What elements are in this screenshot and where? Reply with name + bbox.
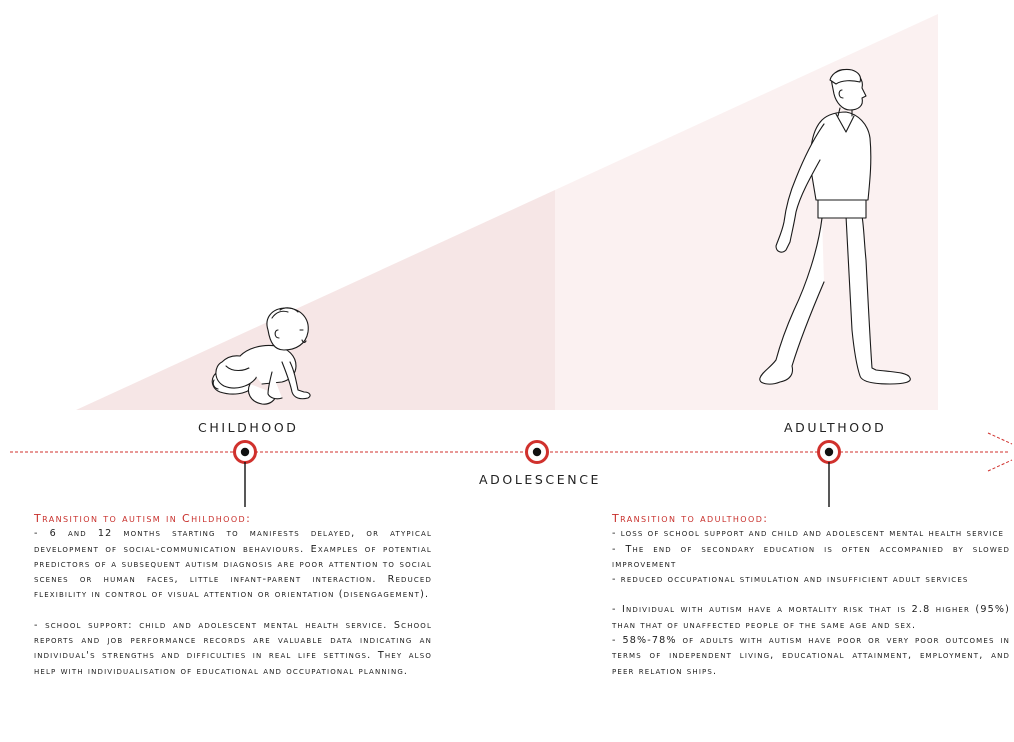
- milestone-marker-adulthood: [819, 442, 840, 508]
- childhood-transition-title: Transition to autism in Childhood:: [34, 511, 432, 526]
- adulthood-item-end-of-education: - The end of secondary education is ofte…: [612, 542, 1010, 573]
- milestone-marker-adolescence: [527, 442, 548, 463]
- childhood-paragraph-school-support: - school support: child and adolescent m…: [34, 618, 432, 679]
- childhood-paragraph-development: - 6 and 12 months starting to manifests …: [34, 526, 432, 602]
- adulthood-item-loss-of-support: - loss of school support and child and a…: [612, 526, 1010, 541]
- stage-label-adulthood: Adulthood: [784, 420, 886, 435]
- childhood-transition-block: Transition to autism in Childhood: - 6 a…: [34, 511, 432, 679]
- growth-wedge-childhood: [76, 190, 555, 410]
- growth-wedge-adulthood: [555, 14, 938, 410]
- stage-label-childhood: Childhood: [198, 420, 299, 435]
- adulthood-transition-title: Transition to adulthood:: [612, 511, 1010, 526]
- adulthood-item-reduced-stimulation: - reduced occupational stimulation and i…: [612, 572, 1010, 587]
- milestone-marker-childhood: [235, 442, 256, 508]
- stage-label-adolescence: Adolescence: [479, 472, 601, 487]
- adulthood-item-poor-outcomes: - 58%-78% of adults with autism have poo…: [612, 633, 1010, 679]
- adulthood-item-mortality-risk: - Individual with autism have a mortalit…: [612, 602, 1010, 633]
- adulthood-transition-block: Transition to adulthood: - loss of schoo…: [612, 511, 1010, 679]
